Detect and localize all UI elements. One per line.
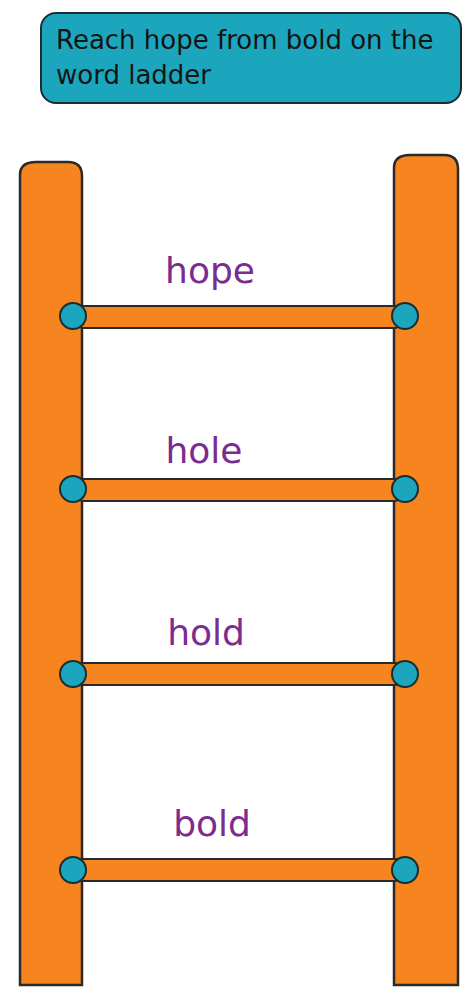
title-box: Reach hope from bold on the word ladder <box>40 12 462 104</box>
rung-dots <box>60 303 418 883</box>
rungs <box>80 306 398 881</box>
ladder-word: hold <box>167 612 245 653</box>
ladder-word: bold <box>173 803 251 844</box>
title-text: Reach hope from bold on the word ladder <box>42 23 460 93</box>
ladder-word: hole <box>166 430 243 471</box>
ladder-word: hope <box>165 250 255 291</box>
